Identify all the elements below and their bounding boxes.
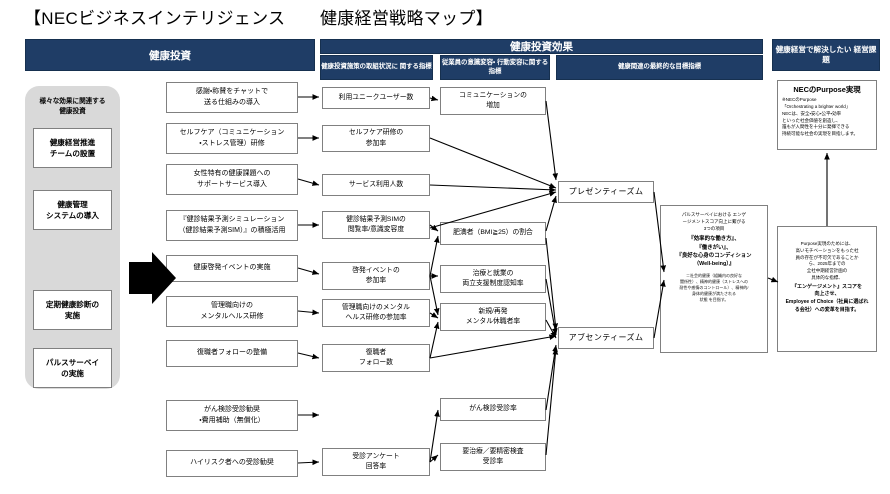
management-issue-highlight: 『エンゲージメント』スコアを 向上させ、 Employee of Choice（… — [785, 283, 869, 313]
investment-box-5[interactable]: 管理職向けの メンタルヘルス研修 — [166, 296, 298, 327]
nec-purpose-title: NECのPurpose実現 — [793, 85, 861, 94]
initiative-kpi-5[interactable]: 管理職向けのメンタル ヘルス研修の参加率 — [322, 299, 430, 327]
investment-box-4[interactable]: 健康啓発イベントの実施 — [166, 255, 298, 282]
management-issue-body: Purpose実現のためには、 高いモチベーションをもった社 員の存在が不可欠で… — [795, 241, 859, 280]
header-health-investment-effect: 健康投資効果 — [320, 39, 763, 54]
header-management-issue: 健康経営で解決したい 経営課題 — [772, 39, 880, 71]
behavior-kpi-3[interactable]: 新規/再発 メンタル休職者率 — [440, 303, 546, 331]
outcome-presenteeism[interactable]: プレゼンティーズム — [558, 181, 654, 203]
related-investments-title: 様々な効果に関連する 健康投資 — [39, 98, 106, 115]
final-goal-highlight: 『効率的な働き方』、 『働きがい』、 『良好な心身のコンディション （Well-… — [676, 236, 752, 268]
header-health-investment: 健康投資 — [25, 39, 315, 71]
nec-purpose-body: ※NECのPurpose 「Orchestrating a brighter w… — [782, 97, 859, 137]
left-item-0[interactable]: 健康経営推進 チームの設置 — [33, 128, 112, 168]
header-final-goal-indicators: 健康関連の最終的な目標指標 — [556, 55, 763, 80]
behavior-kpi-4[interactable]: がん検診受診率 — [440, 398, 546, 421]
investment-box-2[interactable]: 女性特有の健康課題への サポートサービス導入 — [166, 164, 298, 195]
outcome-absenteeism[interactable]: アブセンティーズム — [558, 327, 654, 349]
left-item-3[interactable]: パルスサーベイ の実施 — [33, 348, 112, 388]
management-issue-box[interactable]: Purpose実現のためには、 高いモチベーションをもった社 員の存在が不可欠で… — [777, 226, 877, 352]
initiative-kpi-0[interactable]: 利用ユニークユーザー数 — [322, 87, 430, 109]
initiative-kpi-6[interactable]: 復職者 フォロー数 — [322, 344, 430, 372]
investment-box-1[interactable]: セルフケア（コミュニケーション ・ストレス管理）研修 — [166, 123, 298, 154]
investment-box-6[interactable]: 復職者フォローの整備 — [166, 340, 298, 367]
header-initiative-indicators: 健康投資施策の取組状況に 関する指標 — [320, 55, 433, 80]
behavior-kpi-5[interactable]: 要治療／要精密検査 受診率 — [440, 443, 546, 471]
initiative-kpi-1[interactable]: セルフケア研修の 参加率 — [322, 125, 430, 152]
page-title: 【NECビジネスインテリジェンス 健康経営戦略マップ】 — [24, 9, 493, 28]
behavior-kpi-2[interactable]: 治療と就業の 両立支援制度認知率 — [440, 265, 546, 293]
final-goal-box[interactable]: パルスサーベイにおける エンゲ ージメントスコア向上に繋がる 3つの項目 『効率… — [660, 205, 768, 353]
left-item-2[interactable]: 定期健康診断の 実施 — [33, 290, 112, 330]
behavior-kpi-1[interactable]: 肥満者（BMI≧25）の割合 — [440, 222, 546, 245]
final-goal-note: ＝社会的健康（組織内の良好な 関係性）、精神的健康（ストレスへの 耐性や感情のコ… — [679, 272, 749, 302]
investment-box-3[interactable]: 『健診結果予測シミュレーション （健診結果予測SIM）』の積極活用 — [166, 210, 298, 241]
investment-box-0[interactable]: 感謝・称賛をチャットで 送る仕組みの導入 — [166, 82, 298, 113]
initiative-kpi-7[interactable]: 受診アンケート 回答率 — [322, 448, 430, 476]
initiative-kpi-3[interactable]: 健診結果予測SIMの 閲覧率/意識変容度 — [322, 211, 430, 239]
investment-box-7[interactable]: がん検診受診勧奨 ・費用補助（無償化） — [166, 400, 298, 431]
initiative-kpi-2[interactable]: サービス利用人数 — [322, 174, 430, 196]
left-item-1[interactable]: 健康管理 システムの導入 — [33, 190, 112, 230]
nec-purpose-box[interactable]: NECのPurpose実現 ※NECのPurpose 「Orchestratin… — [777, 80, 877, 150]
header-awareness-indicators: 従業員の意識変容・ 行動変容に関する指標 — [440, 55, 550, 80]
initiative-kpi-4[interactable]: 啓発イベントの 参加率 — [322, 262, 430, 290]
investment-box-8[interactable]: ハイリスク者への受診勧奨 — [166, 450, 298, 477]
final-goal-lead: パルスサーベイにおける エンゲ ージメントスコア向上に繋がる 3つの項目 — [681, 212, 747, 231]
behavior-kpi-0[interactable]: コミュニケーションの 増加 — [440, 87, 546, 115]
